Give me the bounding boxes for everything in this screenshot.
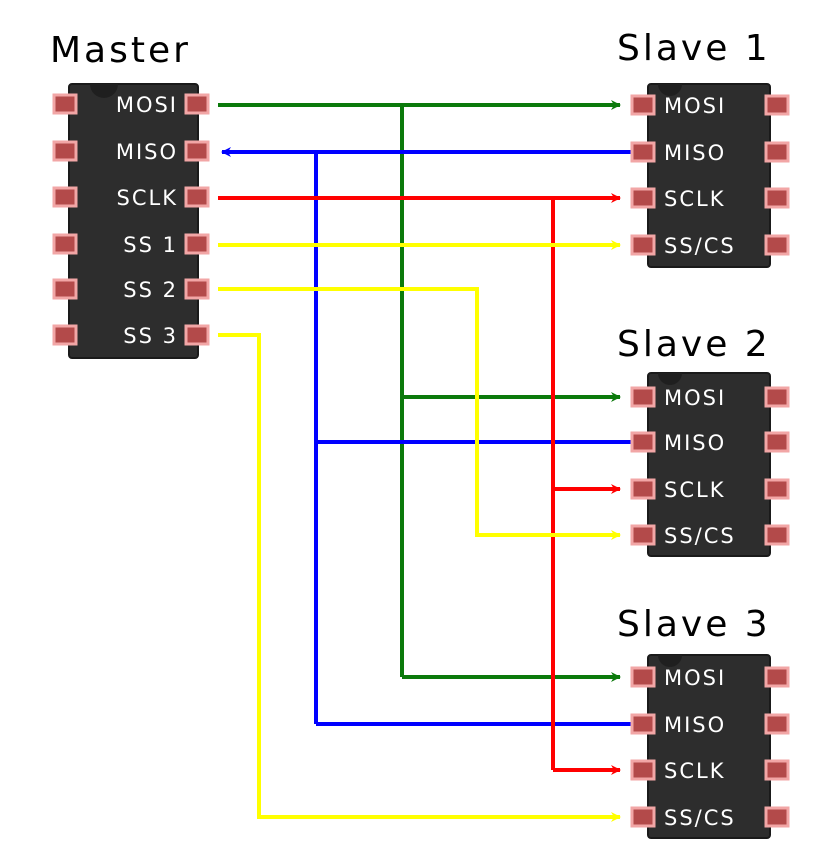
slave-1-pin-sscs — [630, 234, 656, 256]
slave-1-label-mosi: MOSI — [664, 94, 726, 118]
master-chip-body — [68, 83, 199, 359]
slave-2-label-sscs: SS/CS — [664, 524, 736, 548]
master-label-miso: MISO — [116, 140, 178, 164]
slave-1-chip-body — [647, 83, 771, 268]
slave-1-label-miso: MISO — [664, 141, 726, 165]
slave-1-pin-miso — [630, 141, 656, 163]
master-pin-miso — [184, 140, 210, 162]
master-pin-ss1 — [184, 233, 210, 255]
slave-1-pin-right-2 — [764, 141, 790, 163]
slave-2-label-sclk: SCLK — [664, 478, 725, 502]
master-pin-left-6 — [52, 324, 78, 346]
slave-3-pin-sscs — [630, 806, 656, 828]
slave-2-chip-notch — [658, 373, 682, 385]
slave-3-pin-sclk — [630, 759, 656, 781]
master-title: Master — [50, 30, 191, 71]
slave-2-label-mosi: MOSI — [664, 386, 726, 410]
master-pin-ss3 — [184, 324, 210, 346]
slave-1-label-sscs: SS/CS — [664, 234, 736, 258]
slave-1-chip-notch — [658, 84, 682, 96]
master-pin-left-4 — [52, 233, 78, 255]
slave-2-label-miso: MISO — [664, 431, 726, 455]
slave-2-pin-right-4 — [764, 524, 790, 546]
slave-1-title: Slave 1 — [617, 28, 771, 69]
master-label-mosi: MOSI — [116, 93, 178, 117]
master-label-ss2: SS 2 — [123, 278, 178, 302]
slave-2-pin-right-2 — [764, 431, 790, 453]
slave-1-pin-sclk — [630, 187, 656, 209]
master-label-ss3: SS 3 — [123, 324, 178, 348]
master-pin-left-3 — [52, 186, 78, 208]
slave-1-pin-right-1 — [764, 94, 790, 116]
master-pin-ss2 — [184, 278, 210, 300]
wire-ss3-slave-3 — [218, 333, 621, 822]
slave-2-pin-sclk — [630, 478, 656, 500]
slave-3-pin-right-1 — [764, 666, 790, 688]
master-chip-notch — [90, 84, 118, 98]
master-pin-left-2 — [52, 140, 78, 162]
slave-3-chip-body — [647, 654, 771, 839]
slave-1-pin-right-3 — [764, 187, 790, 209]
slave-2-pin-miso — [630, 431, 656, 453]
slave-2-pin-right-3 — [764, 478, 790, 500]
slave-2-chip-body — [647, 372, 771, 557]
slave-3-pin-right-4 — [764, 806, 790, 828]
slave-3-label-mosi: MOSI — [664, 666, 726, 690]
slave-2-chip: Slave 2 MOSI MISO SCLK SS/CS — [617, 324, 790, 557]
master-pin-mosi — [184, 93, 210, 115]
wire-ss2-slave-2 — [218, 287, 621, 540]
master-left-pins — [52, 93, 78, 346]
slave-3-title: Slave 3 — [617, 604, 771, 645]
slave-3-label-sclk: SCLK — [664, 759, 725, 783]
slave-2-pin-sscs — [630, 524, 656, 546]
master-pin-left-5 — [52, 278, 78, 300]
master-label-sclk: SCLK — [117, 186, 178, 210]
slave-3-label-miso: MISO — [664, 713, 726, 737]
slave-3-chip-notch — [658, 655, 682, 667]
slave-3-label-sscs: SS/CS — [664, 806, 736, 830]
master-pin-left-1 — [52, 93, 78, 115]
slave-3-pin-mosi — [630, 666, 656, 688]
slave-1-pin-mosi — [630, 94, 656, 116]
master-pin-sclk — [184, 186, 210, 208]
slave-2-title: Slave 2 — [617, 324, 771, 365]
slave-3-pin-right-3 — [764, 759, 790, 781]
master-chip: Master MOSI MISO SCLK SS 1 SS 2 SS 3 — [50, 30, 210, 359]
master-right-pins — [184, 93, 210, 346]
master-label-ss1: SS 1 — [123, 233, 178, 257]
slave-1-label-sclk: SCLK — [664, 187, 725, 211]
slave-3-chip: Slave 3 MOSI MISO SCLK SS/CS — [617, 604, 790, 839]
slave-3-pin-right-2 — [764, 713, 790, 735]
slave-2-pin-mosi — [630, 386, 656, 408]
slave-1-chip: Slave 1 MOSI MISO SCLK SS/CS — [617, 28, 790, 268]
wires — [218, 100, 632, 822]
slave-2-pin-right-1 — [764, 386, 790, 408]
slave-3-pin-miso — [630, 713, 656, 735]
slave-1-pin-right-4 — [764, 234, 790, 256]
